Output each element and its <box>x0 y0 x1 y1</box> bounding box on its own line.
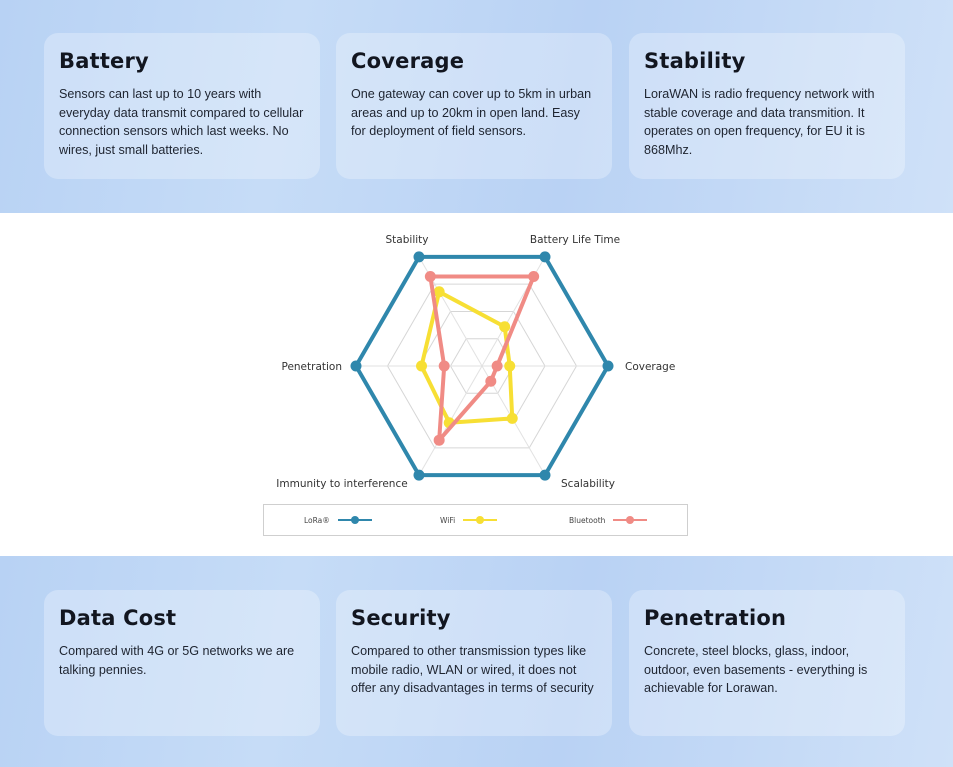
axis-label: Coverage <box>625 361 675 373</box>
data-point-bluetooth <box>528 271 540 283</box>
card-text: Sensors can last up to 10 years with eve… <box>59 87 304 157</box>
feature-card-penetration: Penetration Concrete, steel blocks, glas… <box>629 590 905 736</box>
legend-item-wifi[interactable]: WiFi <box>440 505 498 535</box>
card-title: Stability <box>644 49 746 73</box>
data-point-lora <box>602 360 614 372</box>
legend-label: Bluetooth <box>569 515 606 525</box>
data-point-bluetooth <box>424 271 436 283</box>
card-title: Security <box>351 606 451 630</box>
axis-label: Battery Life Time <box>530 234 620 246</box>
data-point-wifi <box>506 412 518 424</box>
data-point-bluetooth <box>433 434 445 446</box>
data-point-lora <box>539 469 551 481</box>
feature-card-data-cost: Data Cost Compared with 4G or 5G network… <box>44 590 320 736</box>
legend-label: LoRa® <box>304 515 330 525</box>
feature-card-battery: Battery Sensors can last up to 10 years … <box>44 33 320 179</box>
data-point-wifi <box>433 286 445 298</box>
data-point-wifi <box>504 360 516 372</box>
card-text: Compared with 4G or 5G networks we are t… <box>59 644 295 677</box>
data-point-bluetooth <box>491 360 503 372</box>
data-point-lora <box>413 469 425 481</box>
axis-label: Scalability <box>561 478 615 490</box>
data-point-bluetooth <box>438 360 450 372</box>
legend-line-icon <box>337 516 372 524</box>
data-point-wifi <box>499 321 511 333</box>
axis-label: Immunity to interference <box>276 478 407 490</box>
card-text: Concrete, steel blocks, glass, indoor, o… <box>644 644 868 695</box>
card-text: LoraWAN is radio frequency network with … <box>644 87 875 157</box>
axis-label: Stability <box>386 234 429 246</box>
data-point-lora <box>413 251 425 263</box>
data-point-wifi <box>416 360 428 372</box>
data-point-lora <box>539 251 551 263</box>
legend-line-icon <box>463 516 498 524</box>
card-title: Penetration <box>644 606 787 630</box>
feature-card-coverage: Coverage One gateway can cover up to 5km… <box>336 33 612 179</box>
chart-legend: LoRa® WiFi Bluetooth <box>263 504 688 536</box>
bottom-feature-band <box>0 556 953 767</box>
legend-line-icon <box>613 516 648 524</box>
card-title: Battery <box>59 49 149 73</box>
axis-label: Penetration <box>281 361 342 373</box>
card-text: Compared to other transmission types lik… <box>351 644 594 695</box>
feature-card-security: Security Compared to other transmission … <box>336 590 612 736</box>
radar-chart-svg: Stability Battery Life TimeCoverageScalab… <box>276 234 675 490</box>
card-title: Coverage <box>351 49 465 73</box>
card-title: Data Cost <box>59 606 177 630</box>
card-text: One gateway can cover up to 5km in urban… <box>351 87 592 138</box>
data-point-bluetooth <box>485 375 497 387</box>
legend-item-bluetooth[interactable]: Bluetooth <box>569 505 648 535</box>
legend-item-lora[interactable]: LoRa® <box>304 505 372 535</box>
top-feature-band <box>0 0 953 213</box>
feature-card-stability: Stability LoraWAN is radio frequency net… <box>629 33 905 179</box>
legend-label: WiFi <box>440 515 456 525</box>
data-point-lora <box>350 360 362 372</box>
